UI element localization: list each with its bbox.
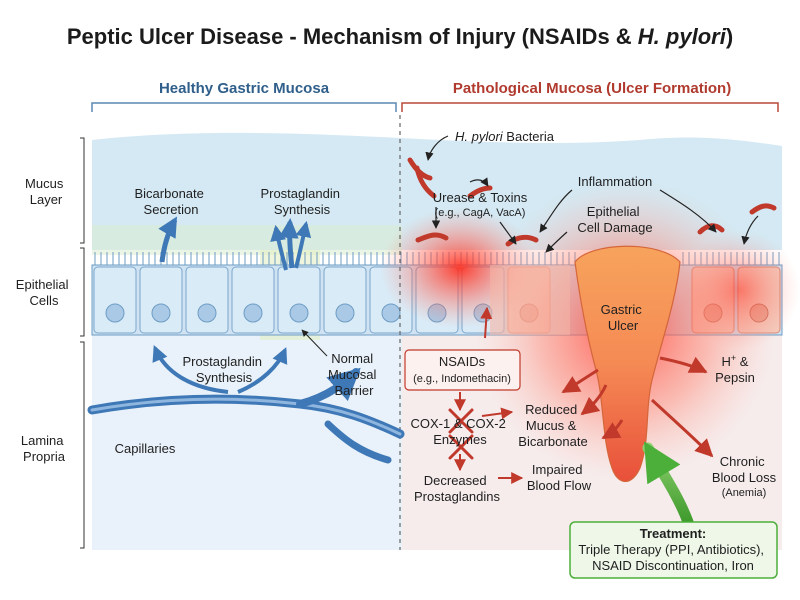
epithelial-cell <box>323 266 367 334</box>
treatment-arrow <box>642 441 694 528</box>
bicarbonate-label: Bicarbonate Secretion <box>134 186 207 217</box>
impaired-blood-flow-label: Impaired Blood Flow <box>527 462 592 493</box>
gastric-ulcer-label: Gastric Ulcer <box>601 302 646 333</box>
reduced-mucus-label: Reduced Mucus & Bicarbonate <box>518 402 587 449</box>
ulcer-to-bloodflow-arrow <box>601 419 624 440</box>
pathological-panel-header: Pathological Mucosa (Ulcer Formation) <box>453 80 731 97</box>
epithelial-damage-label: Epithelial Cell Damage <box>577 204 652 235</box>
nsaids-example: (e.g., Indomethacin) <box>413 373 511 385</box>
nsaids-label: NSAIDs <box>439 354 486 369</box>
nsaids-box <box>404 349 521 391</box>
mucus-layer-label: Mucus Layer <box>25 176 67 207</box>
ulcer-to-acid-arrow <box>659 356 708 374</box>
cell-nucleus <box>335 303 355 323</box>
cell-nucleus <box>381 303 401 323</box>
healthy-panel-header: Healthy Gastric Mucosa <box>159 80 330 97</box>
capillaries-label: Capillaries <box>115 441 176 456</box>
mucus-gradient-band <box>92 225 402 255</box>
cell-nucleus <box>197 303 217 323</box>
bicarbonate-arrow <box>158 216 178 263</box>
epithelial-cell <box>277 266 321 334</box>
capillaries <box>87 367 405 464</box>
decreased-prostaglandins-label: Decreased Prostaglandins <box>414 473 500 504</box>
epithelial-cell <box>231 266 275 334</box>
inflammation-label: Inflammation <box>578 174 652 189</box>
treatment-heading: Treatment: <box>640 526 706 541</box>
urease-toxins-example: (e.g., CagA, VacA) <box>435 207 526 219</box>
urease-arrow-3 <box>499 221 517 245</box>
inflammation-pointer-left <box>539 189 573 233</box>
treatment-box <box>569 521 778 579</box>
prostaglandin-arrow-2 <box>294 220 312 269</box>
healthy-bracket <box>91 102 397 112</box>
blood-loss-label: Chronic Blood Loss <box>712 454 777 485</box>
ulcer-to-blood-loss-arrow <box>650 398 714 458</box>
lamina-bracket <box>80 341 85 549</box>
damaged-epithelium <box>490 265 570 335</box>
cox-enzymes-label: COX-1 & COX-2 Enzymes <box>411 416 510 447</box>
epithelial-damage-pointer <box>545 231 568 253</box>
cell-nucleus <box>289 303 309 323</box>
barrier-pointer <box>301 329 328 357</box>
epithelial-cell <box>139 266 183 334</box>
treatment-text: Triple Therapy (PPI, Antibiotics), NSAID… <box>578 542 767 573</box>
anemia-label: (Anemia) <box>722 487 767 499</box>
hpylori-pointer <box>425 135 449 161</box>
page-title: Peptic Ulcer Disease - Mechanism of Inju… <box>67 24 733 49</box>
epithelial-cell <box>185 266 229 334</box>
ulcer-to-mucus-arrow-2 <box>580 384 608 416</box>
pg-synth-arrow-right <box>237 347 288 394</box>
cell-nucleus <box>151 303 171 323</box>
hpylori-right-pointer <box>741 215 759 245</box>
epithelial-cell <box>93 266 137 334</box>
prostaglandin-synthesis-top-label: Prostaglandin Synthesis <box>260 186 343 217</box>
inflammation-pointer-right <box>659 189 717 233</box>
pathological-bracket <box>401 102 779 112</box>
mucus-layer-bracket <box>80 137 85 244</box>
epithelial-cells-label: Epithelial Cells <box>16 277 72 308</box>
epithelial-bracket <box>80 247 85 337</box>
lamina-propria-label: Lamina Propria <box>21 433 67 464</box>
pg-synth-arrow-left <box>152 345 229 394</box>
inhibition-x-marks <box>448 408 474 460</box>
h-pepsin-label-line2: Pepsin <box>715 370 755 385</box>
to-reduced-mucus-arrow <box>481 407 514 420</box>
urease-toxins-label: Urease & Toxins <box>433 190 528 205</box>
prostaglandin-arrow-1 <box>278 218 299 269</box>
nsaid-to-epithelium-arrow <box>480 306 493 339</box>
cell-nucleus <box>105 303 125 323</box>
normal-barrier-label: Normal Mucosal Barrier <box>328 351 380 398</box>
prostaglandin-arrow-3 <box>270 224 288 271</box>
urease-arrow-1 <box>469 177 489 187</box>
hpylori-label: H. pylori Bacteria <box>455 129 555 144</box>
secondary-glow <box>680 230 800 350</box>
cell-nucleus <box>243 303 263 323</box>
prostaglandin-synthesis-mid-label: Prostaglandin Synthesis <box>182 354 265 385</box>
ulcer-to-mucus-arrow <box>561 368 599 394</box>
h-pepsin-label-line1: H+ & <box>722 353 749 369</box>
